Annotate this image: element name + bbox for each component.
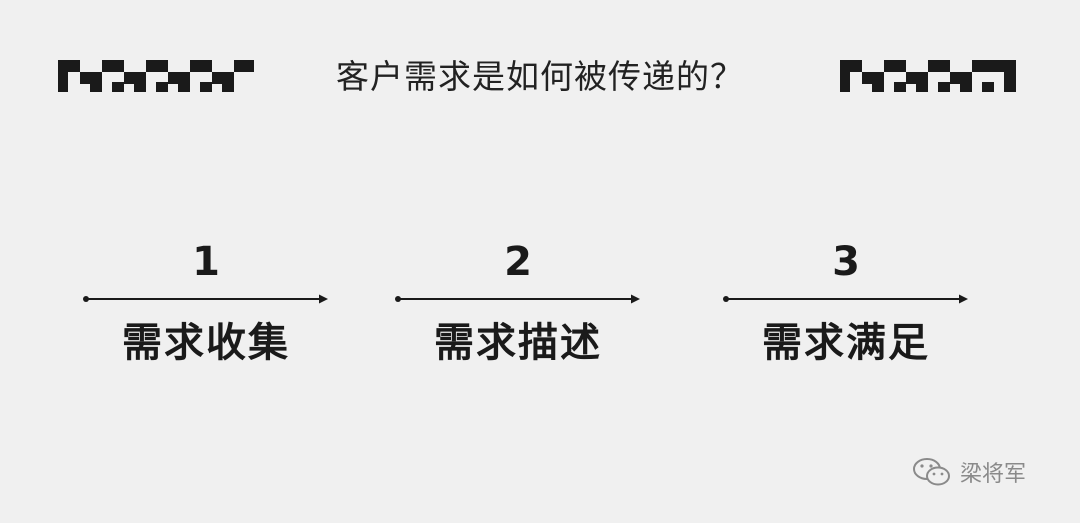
checker-pattern-right [840,60,1016,92]
diagram-title: 客户需求是如何被传递的？ [336,57,744,96]
step-label: 需求收集 [122,320,290,366]
step-label: 需求满足 [762,320,930,366]
step-number: 3 [832,239,860,285]
step-number: 1 [192,239,220,285]
step-label: 需求描述 [434,320,602,366]
step-arrow [716,292,976,306]
wechat-icon [913,458,950,486]
step-3: 3 需求满足 [716,232,976,368]
step-arrow [76,292,336,306]
checker-pattern-left [58,60,254,92]
step-arrow [388,292,648,306]
watermark: 梁将军 [912,456,1026,488]
step-1: 1 需求收集 [76,232,336,368]
step-2: 2 需求描述 [388,232,648,368]
watermark-text: 梁将军 [960,462,1027,487]
step-number: 2 [504,239,532,285]
